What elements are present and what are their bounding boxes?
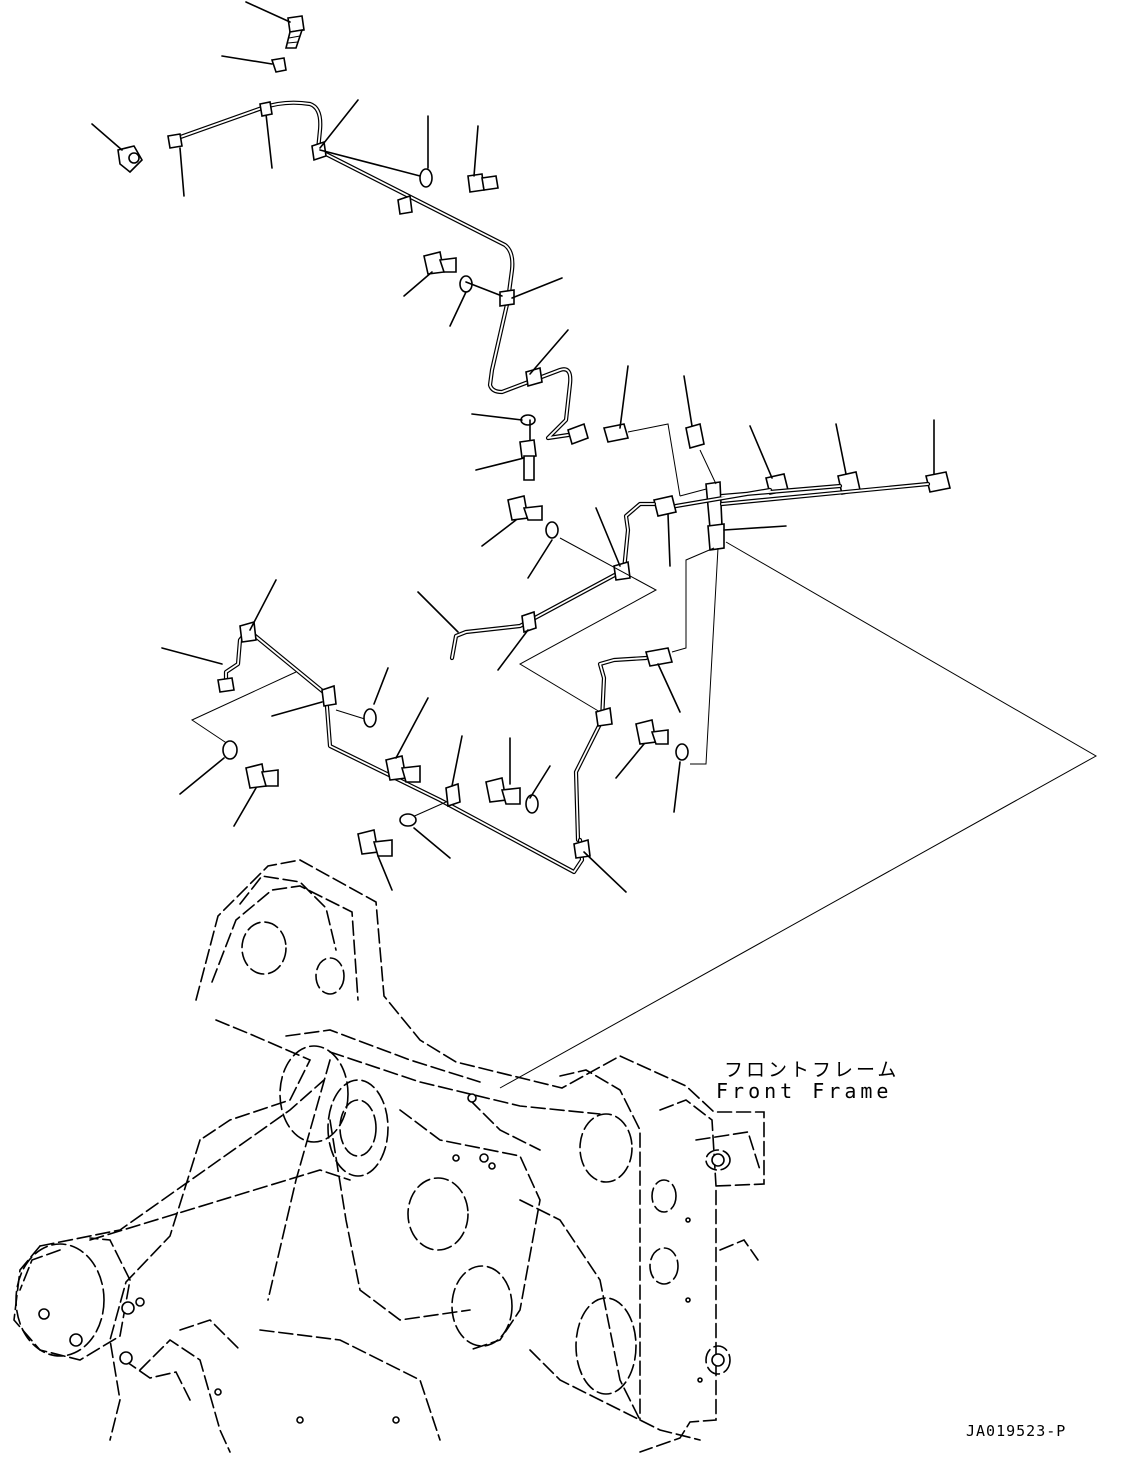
washer-icon [675, 743, 689, 761]
clamp-icon [311, 140, 543, 388]
frame-fittings [38, 1093, 725, 1424]
bracket-icon [705, 481, 725, 551]
clamp-icon [595, 706, 613, 727]
front-frame-label-en: Front Frame [716, 1079, 893, 1103]
clamp-icon [521, 560, 631, 634]
bolt-icon [423, 251, 457, 275]
front-frame-label-ja: フロントフレーム [724, 1059, 900, 1081]
bolt-icon [519, 439, 537, 481]
washer-icon [222, 708, 539, 827]
upper-grease-pipe [169, 100, 578, 441]
hose-fitting-icon [117, 145, 143, 174]
lower-left-grease-pipe [223, 627, 585, 875]
connector-icon [270, 57, 287, 73]
hose-fitting-icon [567, 422, 951, 667]
bolt-icon [507, 495, 543, 521]
front-frame-outline [13, 859, 765, 1453]
bolt-icon [245, 755, 521, 857]
washer-icon [419, 168, 536, 426]
bolt-icon [635, 719, 669, 745]
lower-right-grease-pipe [573, 655, 649, 843]
bolt-icon [467, 173, 499, 193]
bolt-icon [284, 15, 305, 49]
washer-icon [545, 521, 559, 539]
figure-code: JA019523-P [966, 1422, 1067, 1440]
